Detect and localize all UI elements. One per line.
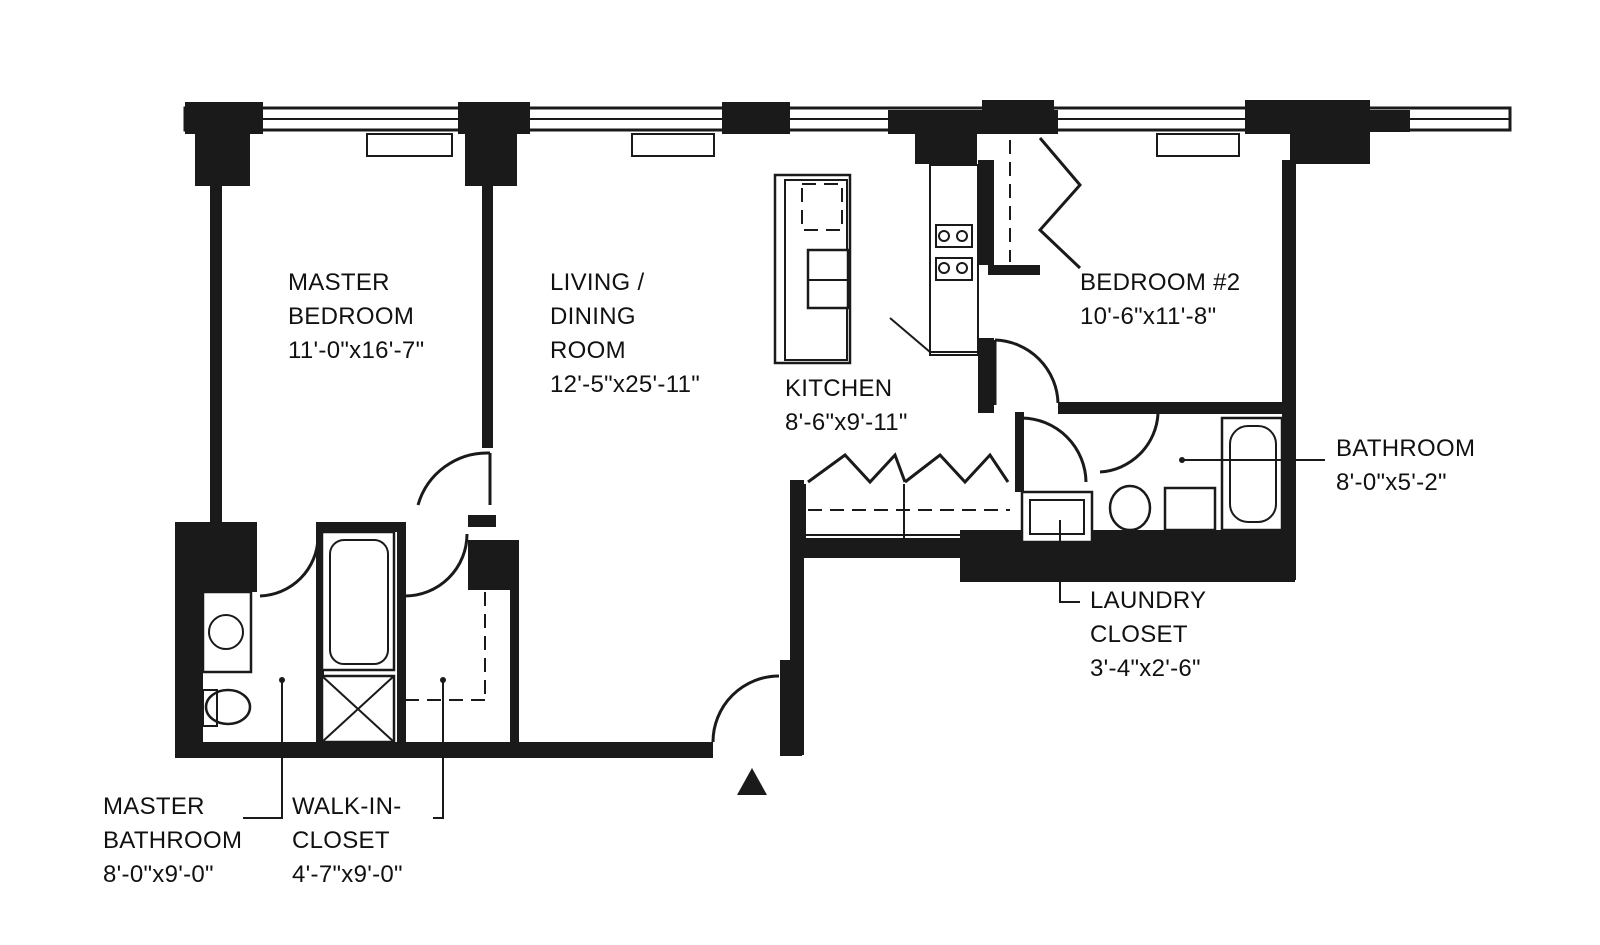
label-living-dining: LIVING / DINING ROOM 12'-5"x25'-11" <box>550 269 701 398</box>
doors <box>259 137 1160 743</box>
leader-lines <box>243 457 1325 819</box>
closet-lines <box>405 140 1011 701</box>
label-master-bedroom: MASTER BEDROOM 11'-0"x16'-7" <box>288 269 425 364</box>
bath-fixtures <box>201 416 1284 744</box>
walls <box>175 160 1296 758</box>
entry-arrow-icon <box>737 768 767 795</box>
label-bathroom: BATHROOM 8'-0"x5'-2" <box>1336 435 1476 496</box>
label-laundry-closet: LAUNDRY CLOSET 3'-4"x2'-6" <box>1090 587 1207 682</box>
label-kitchen: KITCHEN 8'-6"x9'-11" <box>785 375 908 436</box>
kitchen-fixtures <box>773 164 979 365</box>
structural-columns <box>175 100 1370 592</box>
label-master-bathroom: MASTER BATHROOM 8'-0"x9'-0" <box>103 793 243 888</box>
label-walk-in-closet: WALK-IN- CLOSET 4'-7"x9'-0" <box>292 793 403 888</box>
window-sills <box>366 133 1240 157</box>
label-bedroom2: BEDROOM #2 10'-6"x11'-8" <box>1080 269 1241 330</box>
